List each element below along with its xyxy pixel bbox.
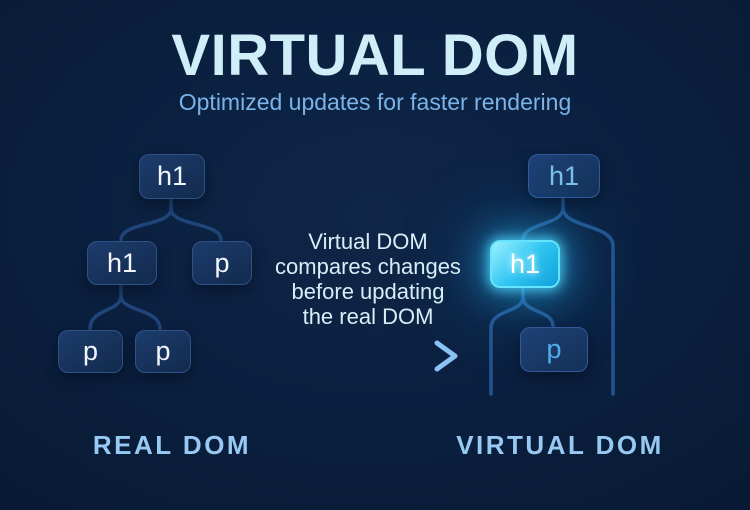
virtual-dom-child-p-node: p: [520, 327, 588, 372]
virtual-dom-connectors: [489, 192, 615, 396]
connector-root-right-branch: [561, 206, 615, 396]
connector-h1-to-p2: [119, 294, 162, 331]
node-label: p: [82, 336, 99, 366]
connector-changed-to-p: [521, 295, 555, 328]
real-dom-connectors: [88, 194, 223, 331]
connector-root-to-p: [169, 207, 223, 242]
center-caption: Virtual DOM compares changes before upda…: [266, 229, 470, 329]
real-dom-leaf-p1-node: p: [58, 330, 123, 373]
real-dom-child-h1-node: h1: [87, 241, 157, 285]
real-dom-child-p-node: p: [192, 241, 252, 285]
caption-line: the real DOM: [302, 304, 434, 329]
node-label: p: [214, 247, 230, 278]
connector-root-to-changed: [521, 192, 565, 242]
node-label: p: [155, 336, 171, 366]
node-label: h1: [156, 161, 188, 191]
connector-changed-left-branch: [489, 281, 525, 396]
virtual-dom-root-node: h1: [528, 154, 600, 198]
node-label: h1: [509, 248, 541, 279]
real-dom-label: REAL DOM: [92, 430, 252, 460]
real-dom-root-node: h1: [139, 154, 205, 199]
connector-h1-to-p1: [88, 281, 123, 331]
node-label: p: [546, 334, 562, 364]
dashed-arrow-icon: [260, 340, 458, 372]
page-subtitle: Optimized updates for faster rendering: [178, 89, 572, 115]
real-dom-leaf-p2-node: p: [135, 330, 191, 373]
node-label: h1: [548, 160, 580, 191]
page-title: VIRTUAL DOM: [171, 23, 579, 88]
virtual-dom-changed-node: h1: [490, 240, 560, 288]
caption-line: Virtual DOM: [308, 229, 428, 254]
node-label: h1: [106, 247, 138, 278]
virtual-dom-label: VIRTUAL DOM: [456, 430, 664, 460]
caption-line: before updating: [291, 279, 445, 304]
connector-root-to-h1: [119, 194, 173, 242]
caption-line: compares changes: [275, 254, 461, 279]
